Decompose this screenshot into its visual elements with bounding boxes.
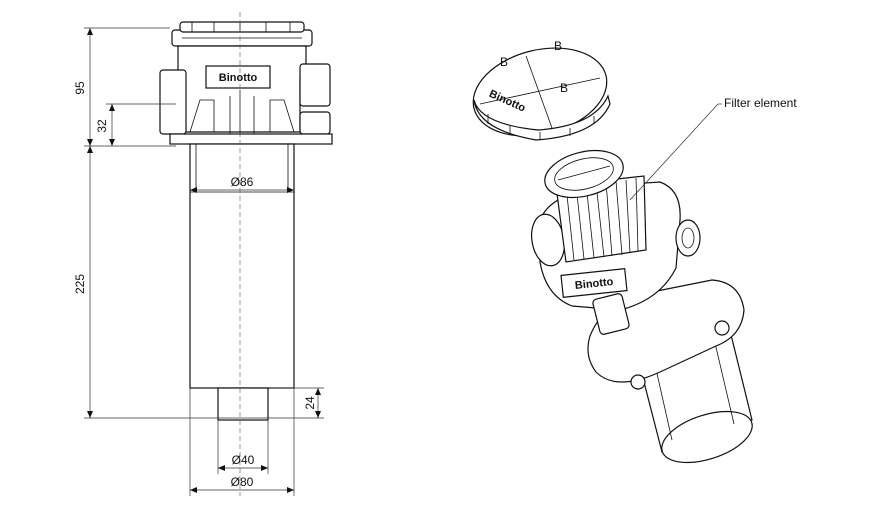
dim-body-length: 225 (73, 274, 87, 294)
cap-letter-3: B (560, 81, 568, 95)
dim-overall-top: 95 (73, 81, 87, 95)
dim-body-diameter: Ø86 (231, 175, 254, 189)
cap-letter-1: B (500, 55, 508, 69)
callout-filter-element: Filter element (724, 96, 797, 110)
dim-port-height: 32 (95, 119, 109, 133)
dim-spigot-length: 24 (303, 396, 317, 410)
cap-letter-2: B (554, 39, 562, 53)
exploded-view: Binotto B (472, 39, 797, 464)
side-view: Binotto 95 32 225 24 (73, 12, 333, 496)
head-logo-text: Binotto (574, 276, 614, 292)
dim-flange-diameter: Ø80 (231, 475, 254, 489)
logo-text: Binotto (219, 72, 258, 84)
cap: B B B Binotto (472, 39, 611, 141)
filter-element (544, 149, 647, 263)
dim-spigot-diameter: Ø40 (232, 453, 255, 467)
